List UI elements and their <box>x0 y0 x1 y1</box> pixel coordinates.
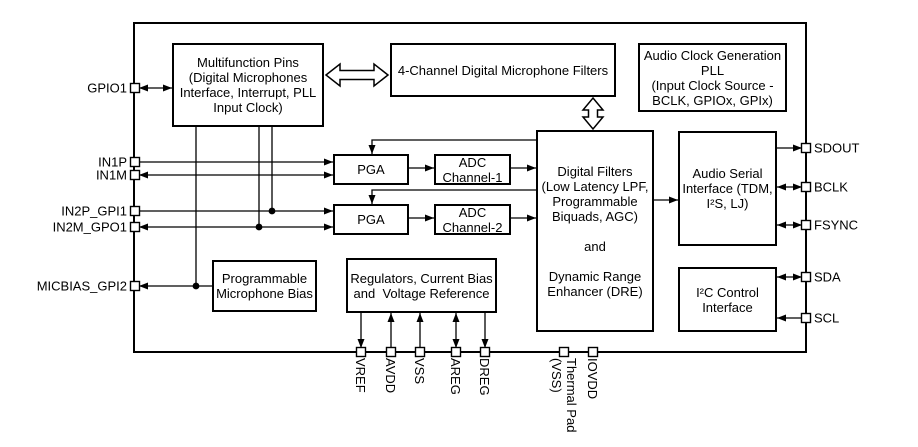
pin-square-avdd <box>385 346 397 358</box>
pin-label-scl: SCL <box>814 310 840 326</box>
hollow-double-arrow-vertical <box>581 96 605 131</box>
pin-label-in2m-gpo1: IN2M_GPO1 <box>52 219 127 235</box>
pin-label-fsync: FSYNC <box>814 217 859 233</box>
pin-label-sdout: SDOUT <box>814 140 860 156</box>
pin-label-avdd: AVDD <box>383 358 398 394</box>
junction-dot <box>255 223 263 231</box>
block-multifunction-pins: Multifunction Pins (Digital Microphones … <box>172 43 324 127</box>
block-regulators-references: Regulators, Current Bias and Voltage Ref… <box>346 258 497 313</box>
junction-dot <box>192 282 200 290</box>
junction-dot <box>268 207 276 215</box>
pin-square-gpio1 <box>129 82 141 94</box>
pin-square-in1m <box>129 169 141 181</box>
block-pga-2: PGA <box>333 204 409 235</box>
pin-square-in1p <box>129 156 141 168</box>
pin-label-sda: SDA <box>814 269 841 285</box>
pin-label-dreg: DREG <box>477 358 492 396</box>
pin-square-iovdd <box>587 346 599 358</box>
pin-squares <box>129 82 812 358</box>
pin-square-in2m-gpo1 <box>129 221 141 233</box>
pin-label-in2p-gpi1: IN2P_GPI1 <box>61 203 127 219</box>
block-digital-mic-filters: 4-Channel Digital Microphone Filters <box>390 43 616 97</box>
pin-square-fsync <box>800 219 812 231</box>
pin-square-dreg <box>479 346 491 358</box>
block-digital-filters-dre: Digital Filters (Low Latency LPF, Progra… <box>536 130 654 332</box>
pin-label-micbias-gpi2: MICBIAS_GPI2 <box>36 278 127 294</box>
pin-label-in1p: IN1P <box>98 154 127 170</box>
pin-square-thermal-pad <box>558 346 570 358</box>
pin-square-areg <box>450 346 462 358</box>
pin-square-vss <box>414 346 426 358</box>
block-adc-channel-1: ADC Channel-1 <box>434 154 511 185</box>
pin-label-thermal-pad: Thermal Pad (VSS) <box>549 358 579 433</box>
pin-square-vref <box>355 346 367 358</box>
pin-label-bclk: BCLK <box>814 179 848 195</box>
pin-label-iovdd: IOVDD <box>585 358 600 400</box>
pin-square-micbias-gpi2 <box>129 280 141 292</box>
block-pga-1: PGA <box>333 154 409 185</box>
wire-agc-feedback-pga2 <box>368 189 536 204</box>
block-audio-serial-interface: Audio Serial Interface (TDM, I²S, LJ) <box>678 131 777 246</box>
pin-square-in2p-gpi1 <box>129 205 141 217</box>
wires <box>139 84 802 348</box>
pin-square-bclk <box>800 181 812 193</box>
pin-label-in1m: IN1M <box>95 167 127 183</box>
block-i2c-control-interface: I²C Control Interface <box>678 267 777 332</box>
pin-square-sda <box>800 271 812 283</box>
junction-dots <box>192 207 276 290</box>
pin-square-sdout <box>800 142 812 154</box>
wire-agc-feedback-pga1 <box>368 139 536 154</box>
pin-label-vss: VSS <box>412 358 427 385</box>
pin-square-scl <box>800 312 812 324</box>
block-adc-channel-2: ADC Channel-2 <box>434 204 511 235</box>
pin-label-areg: AREG <box>448 358 463 395</box>
hollow-double-arrow-horizontal <box>324 62 390 88</box>
block-programmable-mic-bias: Programmable Microphone Bias <box>212 260 317 312</box>
block-audio-clock-pll: Audio Clock Generation PLL (Input Clock … <box>638 43 787 112</box>
pin-label-vref: VREF <box>353 358 368 393</box>
pin-label-gpio1: GPIO1 <box>87 80 127 96</box>
